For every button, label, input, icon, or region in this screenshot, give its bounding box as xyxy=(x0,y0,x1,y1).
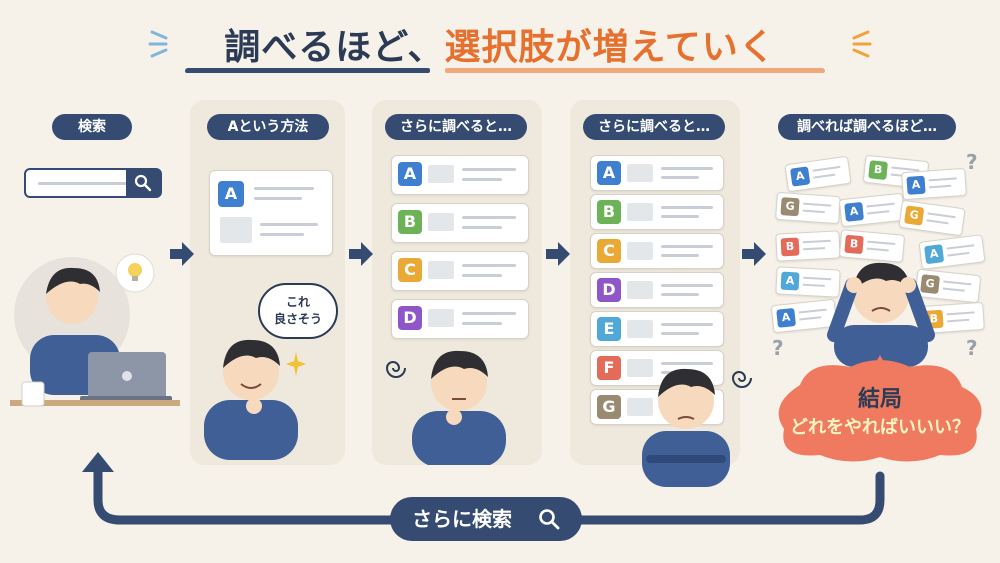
image-placeholder-icon xyxy=(627,203,653,221)
image-placeholder-icon xyxy=(627,320,653,338)
arrow-right-icon xyxy=(349,242,373,266)
search-icon xyxy=(134,174,152,192)
option-card-e: E xyxy=(590,311,724,347)
sparkle-left-icon xyxy=(148,30,168,58)
option-card-b: B xyxy=(590,194,724,230)
option-card-a: A xyxy=(590,155,724,191)
step-label-method-a: Aという方法 xyxy=(207,114,329,140)
image-placeholder-icon xyxy=(627,398,653,416)
sparkle-right-icon xyxy=(852,30,872,58)
search-button[interactable] xyxy=(126,170,160,196)
title-underline xyxy=(185,68,825,73)
person-thinking-happy xyxy=(204,339,298,460)
step-label-search: 検索 xyxy=(52,114,132,140)
step-label-research-2: さらに調べると… xyxy=(583,114,725,140)
result-line-2: どれをやればいいい？ xyxy=(790,417,970,438)
image-placeholder-icon xyxy=(428,165,454,183)
step-label-more-research: 調べれば調べるほど… xyxy=(778,114,956,140)
search-again-button[interactable]: さらに検索 xyxy=(390,497,582,541)
person-arms-crossed xyxy=(642,368,730,487)
search-again-label: さらに検索 xyxy=(412,507,512,531)
title-part1: 調べるほど、 xyxy=(224,27,445,68)
page-title: 調べるほど、選択肢が増えていく xyxy=(0,18,1000,70)
result-speech-bubble: 結局 どれをやればいいい？ xyxy=(770,355,990,465)
option-card-d: D xyxy=(590,272,724,308)
image-placeholder-icon xyxy=(627,281,653,299)
search-icon xyxy=(539,509,560,530)
person-thinking xyxy=(412,350,506,465)
sparkle-icon xyxy=(286,352,306,376)
scattered-card: G xyxy=(898,199,966,237)
option-card-b: B xyxy=(391,203,529,243)
result-line-1: 結局 xyxy=(857,387,902,412)
option-card-c: C xyxy=(391,251,529,291)
option-card-g: G xyxy=(590,389,724,425)
option-badge: A xyxy=(218,181,244,207)
question-mark: ? xyxy=(966,150,978,174)
image-placeholder-icon xyxy=(627,164,653,182)
scattered-card: A xyxy=(784,155,852,193)
option-card-c: C xyxy=(590,233,724,269)
scattered-card: A xyxy=(901,167,967,201)
confused-swirl-icon xyxy=(731,371,752,388)
speech-bubble: これ 良さそう xyxy=(258,283,338,339)
person-at-laptop xyxy=(10,257,180,407)
title-part2: 選択肢が増えていく xyxy=(444,27,776,68)
option-card-d: D xyxy=(391,299,529,339)
arrow-right-icon xyxy=(742,242,766,266)
scattered-card: A xyxy=(838,192,906,228)
image-placeholder-icon xyxy=(428,213,454,231)
image-placeholder-icon xyxy=(428,309,454,327)
search-box[interactable] xyxy=(24,168,162,198)
step-label-research-1: さらに調べると… xyxy=(385,114,527,140)
arrow-right-icon xyxy=(170,242,194,266)
cloud-shape xyxy=(778,355,982,462)
image-placeholder-icon xyxy=(627,359,653,377)
speech-text: これ 良さそう xyxy=(273,295,322,326)
confused-swirl-icon xyxy=(385,361,406,378)
question-mark: ? xyxy=(966,336,978,360)
option-card-a: A xyxy=(391,155,529,195)
option-card-a: A xyxy=(209,170,333,256)
lightbulb-icon xyxy=(115,253,155,293)
arrow-right-icon xyxy=(546,242,570,266)
image-placeholder-icon xyxy=(428,261,454,279)
image-placeholder-icon xyxy=(627,242,653,260)
image-placeholder-icon xyxy=(220,217,252,243)
scattered-card: G xyxy=(775,191,841,225)
person-head-in-hands xyxy=(827,262,935,367)
question-mark: ? xyxy=(772,336,784,360)
